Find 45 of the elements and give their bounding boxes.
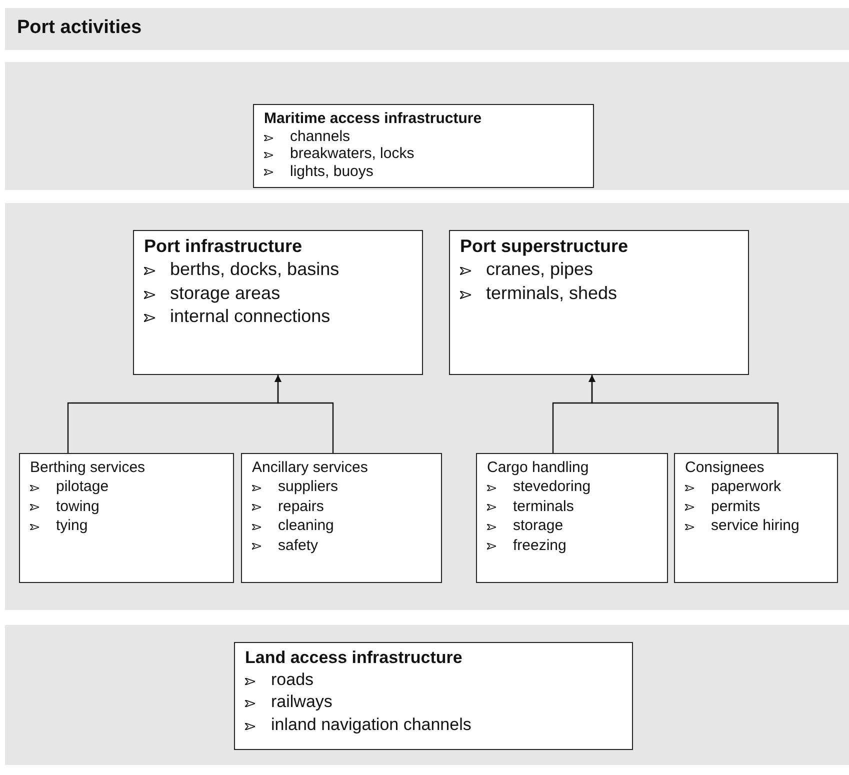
category-box bbox=[476, 453, 668, 583]
list-item: safety bbox=[278, 536, 318, 555]
list-item: railways bbox=[271, 691, 332, 712]
box-heading: Port infrastructure bbox=[144, 236, 304, 257]
list-item: cleaning bbox=[278, 516, 334, 536]
category-box bbox=[253, 104, 594, 188]
list-item: storage bbox=[513, 516, 564, 536]
box-heading: Ancillary services bbox=[252, 459, 369, 476]
box-heading: Land access infrastructure bbox=[245, 648, 464, 668]
box-heading: Port activities bbox=[17, 17, 143, 39]
list-item: tying bbox=[56, 516, 88, 536]
category-box bbox=[19, 453, 234, 583]
list-item: berths, docks, basins bbox=[170, 258, 340, 280]
title-band bbox=[5, 8, 849, 50]
list-item: roads bbox=[271, 669, 314, 690]
category-box bbox=[674, 453, 838, 583]
list-item: storage areas bbox=[170, 282, 280, 304]
list-item: lights, buoys bbox=[290, 162, 374, 180]
list-item: inland navigation channels bbox=[271, 714, 472, 735]
box-heading: Cargo handling bbox=[487, 459, 590, 476]
category-box bbox=[234, 642, 633, 750]
list-item: terminals, sheds bbox=[486, 282, 618, 304]
list-item: suppliers bbox=[278, 477, 338, 496]
list-item: permits bbox=[711, 496, 760, 516]
list-item: terminals bbox=[513, 496, 574, 516]
list-item: channels bbox=[290, 128, 350, 146]
list-item: towing bbox=[56, 496, 100, 516]
box-heading: Port superstructure bbox=[460, 236, 630, 257]
list-item: service hiring bbox=[711, 516, 800, 536]
list-item: pilotage bbox=[56, 477, 109, 496]
list-item: repairs bbox=[278, 496, 324, 516]
list-item: stevedoring bbox=[513, 477, 591, 496]
connector-arrow bbox=[274, 375, 334, 453]
box-heading: Maritime access infrastructure bbox=[264, 110, 483, 127]
list-item: internal connections bbox=[170, 305, 330, 328]
list-item: cranes, pipes bbox=[486, 258, 594, 280]
list-item: freezing bbox=[513, 536, 566, 555]
box-heading: Berthing services bbox=[30, 459, 146, 476]
connector-arrow bbox=[588, 375, 779, 453]
box-heading: Consignees bbox=[685, 459, 766, 476]
category-box bbox=[241, 453, 442, 583]
list-item: paperwork bbox=[711, 477, 782, 496]
list-item: breakwaters, locks bbox=[290, 145, 414, 162]
category-box bbox=[133, 230, 423, 375]
category-box bbox=[449, 230, 749, 375]
